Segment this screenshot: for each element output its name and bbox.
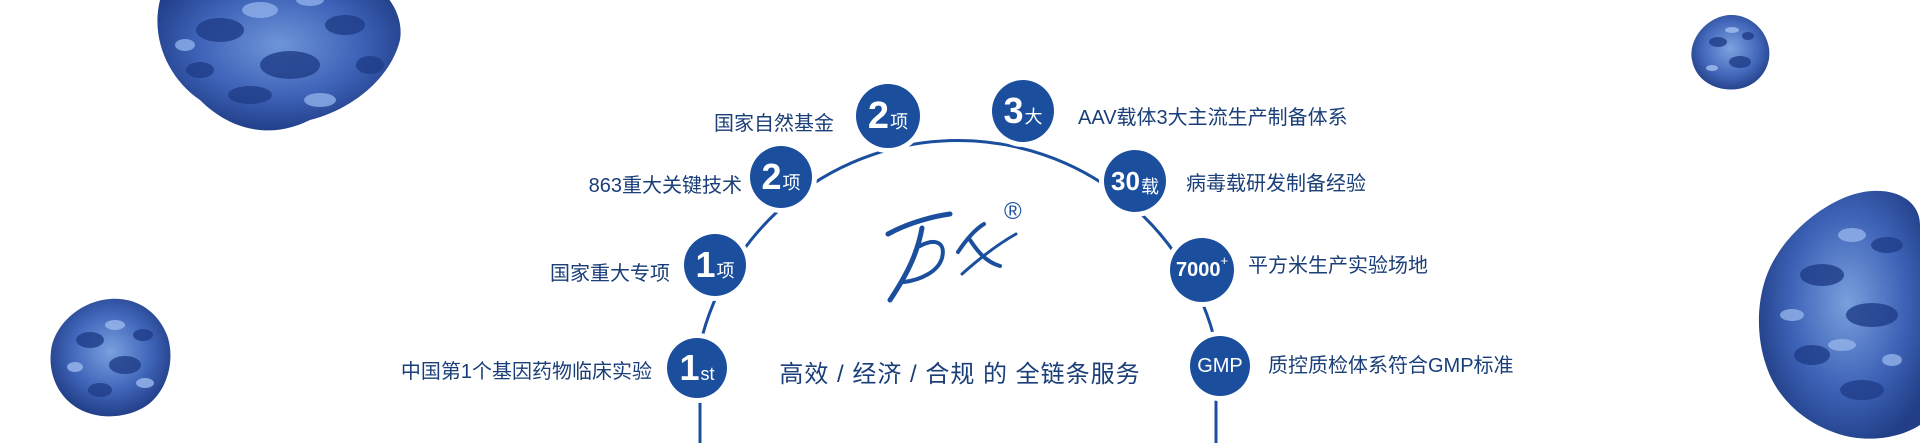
- brand-logo-icon: [885, 211, 1018, 303]
- badge-aav-systems: 3 大: [992, 80, 1054, 142]
- label-production-area: 平方米生产实验场地: [1248, 255, 1428, 277]
- badge-number: 2: [867, 95, 890, 137]
- badge-number: 2: [761, 156, 782, 197]
- tagline: 高效 / 经济 / 合规 的 全链条服务: [779, 361, 1141, 388]
- badge-unit: 项: [782, 173, 801, 193]
- label-first-gene-trial: 中国第1个基因药物临床实验: [400, 361, 652, 383]
- virus-particle-icon: [1758, 190, 1920, 439]
- badge-number: 1: [679, 347, 700, 388]
- badge-production-area: 7000 +: [1170, 238, 1234, 302]
- badge-unit: st: [700, 364, 715, 384]
- label-national-major-project: 国家重大专项: [550, 263, 670, 285]
- badge-sup: +: [1220, 252, 1229, 268]
- badge-national-natural-fund: 2 项: [856, 84, 920, 148]
- label-aav-systems: AAV载体3大主流生产制备体系: [1078, 107, 1348, 129]
- badge-number: GMP: [1197, 355, 1243, 377]
- badge-number: 30: [1111, 166, 1140, 196]
- badge-vector-experience: 30 载: [1104, 150, 1166, 212]
- badge-number: 7000: [1175, 259, 1221, 281]
- label-national-natural-fund: 国家自然基金: [714, 113, 834, 135]
- badge-863-key-tech: 2 项: [750, 146, 812, 208]
- badge-number: 1: [695, 244, 716, 285]
- badge-unit: 载: [1140, 177, 1159, 197]
- badge-number: 3: [1003, 90, 1024, 131]
- label-vector-experience: 病毒载研发制备经验: [1186, 173, 1366, 195]
- label-gmp: 质控质检体系符合GMP标准: [1268, 355, 1514, 377]
- virus-particle-icon: [50, 298, 171, 417]
- virus-particle-icon: [1691, 14, 1770, 90]
- badge-unit: 大: [1024, 107, 1043, 127]
- badge-gmp: GMP: [1190, 336, 1250, 396]
- label-863-key-tech: 863重大关键技术: [588, 175, 742, 197]
- badge-unit: 项: [716, 261, 735, 281]
- virus-particle-icon: [157, 0, 401, 131]
- registered-mark: ®: [1004, 198, 1022, 225]
- badge-national-major-project: 1 项: [684, 234, 746, 296]
- badge-first-gene-trial: 1 st: [667, 338, 727, 398]
- badge-unit: 项: [890, 112, 909, 132]
